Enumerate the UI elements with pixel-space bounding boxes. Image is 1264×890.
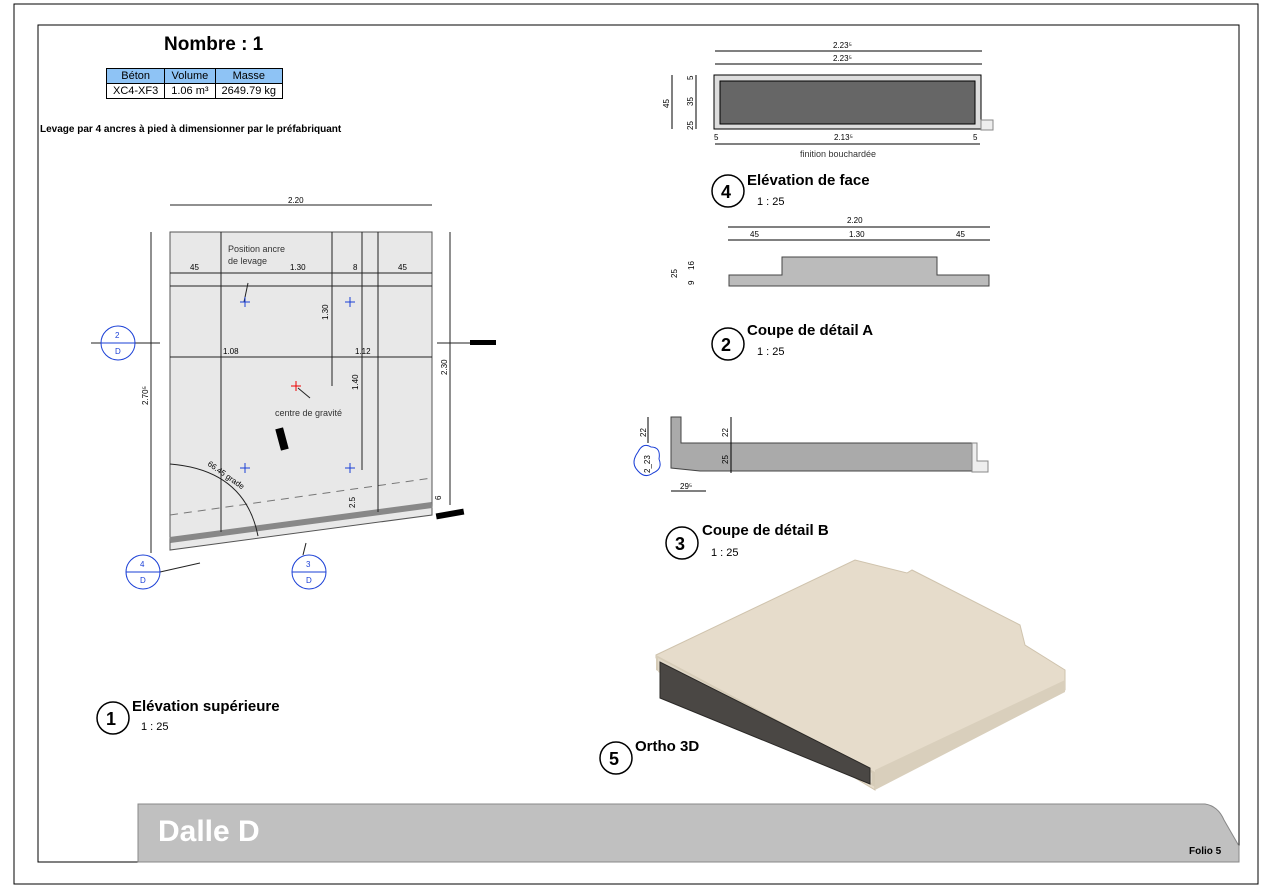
dim-label: 2.20: [847, 216, 863, 225]
plan-view: 2.20 45 1.30 8 45 1.08 1.12 1.30 1.40 2.…: [91, 196, 496, 590]
svg-text:D: D: [306, 576, 312, 585]
view-title-1[interactable]: 1 Elévation supérieure 1 : 25: [96, 698, 280, 735]
dim-label: 45: [398, 263, 407, 272]
outer-frame: [13, 3, 1259, 885]
dim-label: 2.20: [288, 196, 304, 205]
dim-label: 22: [721, 428, 730, 437]
svg-text:2: 2: [721, 335, 731, 355]
dim-label: 29⁵: [680, 482, 692, 491]
svg-text:3: 3: [675, 534, 685, 554]
dim-label: 16: [687, 261, 696, 270]
dim-label: 2.23⁵: [833, 54, 852, 63]
section-a: 2.20 45 1.30 45 25 16 9: [670, 216, 990, 287]
folio-number: Folio 5: [1189, 846, 1222, 857]
dim-label: 1.30: [321, 304, 330, 320]
section-b: 22 22 25 2_23 29⁵: [633, 416, 989, 492]
view-title-4[interactable]: 4 Elévation de face 1 : 25: [711, 172, 870, 208]
cell-volume: 1.06 m³: [164, 83, 216, 99]
svg-text:5: 5: [609, 749, 619, 769]
dim-label: 25: [721, 455, 730, 464]
view-title-3[interactable]: 3 Coupe de détail B 1 : 25: [665, 522, 829, 560]
column-header: Béton: [105, 68, 166, 84]
dim-label: 1.30: [849, 230, 865, 239]
svg-text:1 : 25: 1 : 25: [757, 196, 785, 208]
svg-text:1: 1: [106, 709, 116, 729]
dim-label: 9: [687, 280, 696, 285]
ortho-3d-view: [655, 559, 1066, 791]
view-title-5[interactable]: 5 Ortho 3D: [599, 738, 699, 775]
face-elevation: 2.23⁵ 2.23⁵ 45 5 35 25 5 2.13⁵ 5 finitio…: [662, 41, 994, 159]
view-title-2[interactable]: 2 Coupe de détail A 1 : 25: [711, 322, 873, 361]
dim-label: 1.30: [290, 263, 306, 272]
svg-text:D: D: [140, 576, 146, 585]
finish-label: finition bouchardée: [800, 149, 876, 159]
svg-text:1 : 25: 1 : 25: [141, 721, 169, 733]
section-mark-2[interactable]: 2D: [100, 325, 136, 361]
dim-label: 2.23⁵: [833, 41, 852, 50]
svg-text:4: 4: [140, 560, 145, 569]
table-row: XC4-XF3 1.06 m³ 2649.79 kg: [105, 83, 283, 99]
dim-label: 2.70⁵: [141, 386, 150, 405]
dim-label: 1.40: [351, 374, 360, 390]
svg-text:3: 3: [306, 560, 311, 569]
dim-label: 2_23: [643, 455, 652, 473]
dim-label: 5: [686, 75, 695, 80]
anchor-label: de levage: [228, 256, 267, 266]
dim-label: 35: [686, 97, 695, 106]
svg-text:Coupe de détail A: Coupe de détail A: [747, 322, 873, 339]
svg-text:Elévation de face: Elévation de face: [747, 172, 870, 189]
svg-text:4: 4: [721, 182, 731, 202]
quantity-table: Béton Volume Masse XC4-XF3 1.06 m³ 2649.…: [105, 68, 283, 99]
dim-label: 22: [639, 428, 648, 437]
dim-label: 25: [686, 121, 695, 130]
sheet-name: Dalle D: [158, 815, 260, 848]
svg-text:1 : 25: 1 : 25: [711, 547, 739, 559]
dim-label: 2.30: [440, 359, 449, 375]
dim-label: 6: [434, 495, 443, 500]
dim-label: 2.5: [348, 496, 357, 508]
dim-label: 45: [190, 263, 199, 272]
gravity-label: centre de gravité: [275, 408, 342, 418]
title-bar: [137, 803, 1240, 863]
svg-text:Elévation supérieure: Elévation supérieure: [132, 698, 280, 715]
dim-label: 1.12: [355, 347, 371, 356]
dim-label: 45: [662, 99, 671, 108]
svg-text:1 : 25: 1 : 25: [757, 346, 785, 358]
section-mark-4[interactable]: 4D: [125, 554, 201, 590]
revision-cloud: [633, 444, 661, 477]
dim-label: 45: [750, 230, 759, 239]
dim-label: 2.13⁵: [834, 133, 853, 142]
svg-text:Coupe de détail B: Coupe de détail B: [702, 522, 829, 539]
dim-label: 1.08: [223, 347, 239, 356]
column-header: Volume: [164, 68, 216, 84]
lifting-note: Levage par 4 ancres à pied à dimensionne…: [40, 124, 342, 135]
dim-label: 45: [956, 230, 965, 239]
anchor-label: Position ancre: [228, 244, 285, 254]
svg-text:2: 2: [115, 331, 120, 340]
section-mark-3[interactable]: 3D: [291, 542, 327, 590]
dim-label: 5: [714, 133, 719, 142]
dim-label: 8: [353, 263, 358, 272]
dim-label: 25: [670, 269, 679, 278]
cell-mass: 2649.79 kg: [214, 83, 283, 99]
dim-label: 5: [973, 133, 978, 142]
quantity-title: Nombre : 1: [164, 34, 264, 55]
svg-text:D: D: [115, 347, 121, 356]
column-header: Masse: [214, 68, 283, 84]
cell-concrete: XC4-XF3: [105, 83, 166, 99]
svg-text:Ortho 3D: Ortho 3D: [635, 738, 699, 755]
